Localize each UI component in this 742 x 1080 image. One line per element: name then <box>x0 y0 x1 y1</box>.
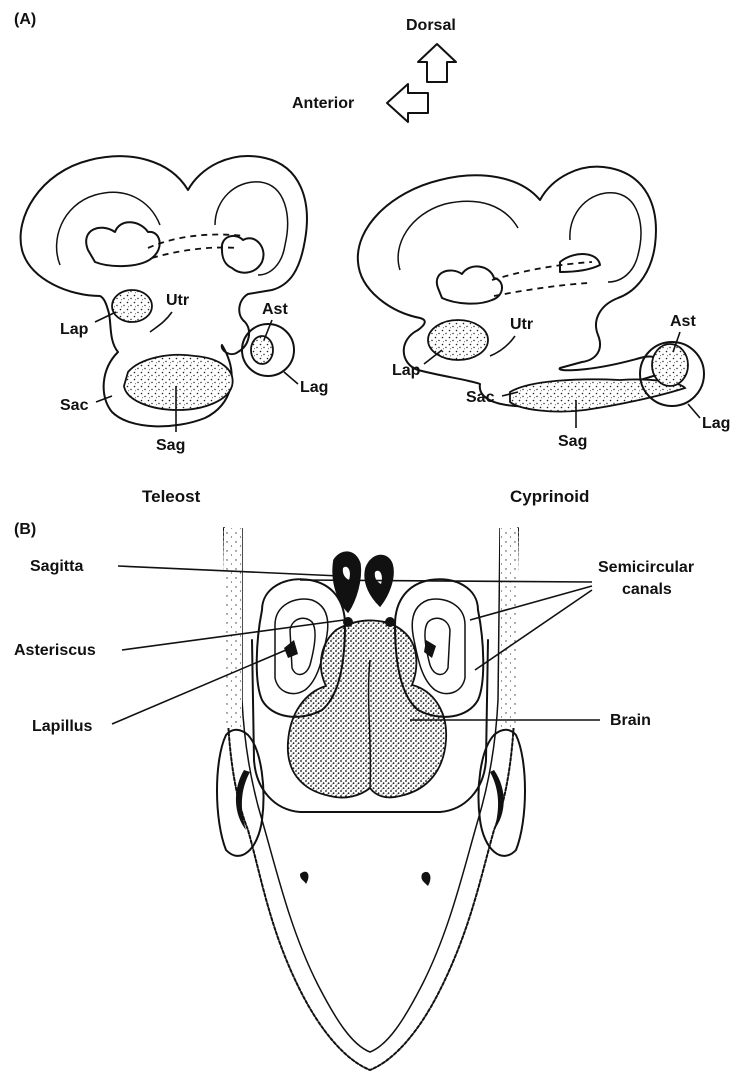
semicircular-canals-label-line2: canals <box>622 581 672 598</box>
teleost-posterior-canal-inner <box>215 182 288 275</box>
right-lapillus <box>424 640 436 658</box>
cyprinoid-utr-label: Utr <box>510 316 533 333</box>
teleost-lag-label: Lag <box>300 379 328 396</box>
left-sagitta <box>333 552 360 612</box>
cyprinoid-sagitta <box>510 379 685 411</box>
brain <box>288 620 446 797</box>
sagitta-label: Sagitta <box>30 558 83 575</box>
teleost-sag-label: Sag <box>156 437 185 454</box>
panel-a-label: (A) <box>14 11 36 28</box>
teleost-ast-label: Ast <box>262 301 288 318</box>
right-nostril <box>421 872 430 886</box>
body-stipple-left <box>224 528 242 728</box>
teleost-asteriscus <box>251 336 273 364</box>
teleost-lag-leader <box>284 372 298 384</box>
orientation-indicator: Dorsal Anterior <box>292 17 456 122</box>
cyprinoid-lag-leader <box>688 404 700 418</box>
teleost-sagitta <box>124 355 233 410</box>
teleost-horizontal-canal-lower <box>152 247 238 258</box>
left-semicircular-canal <box>275 599 328 694</box>
cyprinoid-lag-label: Lag <box>702 415 730 432</box>
left-asteriscus <box>343 617 353 627</box>
left-nostril <box>300 872 308 884</box>
cyprinoid-inner-ear: Utr Lap Ast Lag Sac Sag Cyprinoid <box>358 167 731 506</box>
anterior-label: Anterior <box>292 95 354 112</box>
teleost-lap-leader <box>95 312 116 322</box>
lapillus-label: Lapillus <box>32 718 93 735</box>
cyprinoid-asteriscus <box>652 344 688 386</box>
teleost-utr-leader <box>150 312 172 332</box>
cyprinoid-utr-leader <box>490 336 515 356</box>
left-lapillus <box>284 640 298 658</box>
teleost-lap-label: Lap <box>60 321 89 338</box>
asteriscus-label: Asteriscus <box>14 642 96 659</box>
cyprinoid-ast-label: Ast <box>670 313 696 330</box>
right-asteriscus <box>385 617 395 627</box>
left-pupil <box>236 770 250 830</box>
teleost-sac-label: Sac <box>60 397 89 414</box>
cyprinoid-horizontal-canal-lower <box>494 283 588 296</box>
teleost-inner-ear: Utr Lap Ast Lag Sac Sag Teleost <box>21 156 329 506</box>
larva-head-dorsal-view <box>217 528 525 1070</box>
dorsal-label: Dorsal <box>406 17 456 34</box>
teleost-lapillus <box>112 290 152 322</box>
teleost-utr-label: Utr <box>166 292 189 309</box>
brain-label: Brain <box>610 712 651 729</box>
panel-b-label: (B) <box>14 521 36 538</box>
cyprinoid-posterior-canal-inner <box>570 193 641 282</box>
head-outline <box>224 528 518 1070</box>
cyprinoid-caption: Cyprinoid <box>510 487 589 506</box>
cyprinoid-lap-label: Lap <box>392 362 421 379</box>
anterior-arrow-icon <box>387 84 428 122</box>
right-semicircular-canal <box>412 599 465 694</box>
lapillus-leader <box>112 650 286 724</box>
teleost-ampulla-left <box>86 222 159 266</box>
cyprinoid-sag-label: Sag <box>558 433 587 450</box>
cyprinoid-ampulla-left <box>437 266 502 303</box>
right-pupil <box>490 770 504 830</box>
cyprinoid-anterior-canal-inner <box>398 201 518 270</box>
semicircular-canals-label-line1: Semicircular <box>598 559 694 576</box>
dorsal-arrow-icon <box>418 44 456 82</box>
body-stipple-right <box>500 528 518 728</box>
teleost-ampulla-right <box>222 236 264 273</box>
cyprinoid-sac-label: Sac <box>466 389 495 406</box>
teleost-caption: Teleost <box>142 487 201 506</box>
